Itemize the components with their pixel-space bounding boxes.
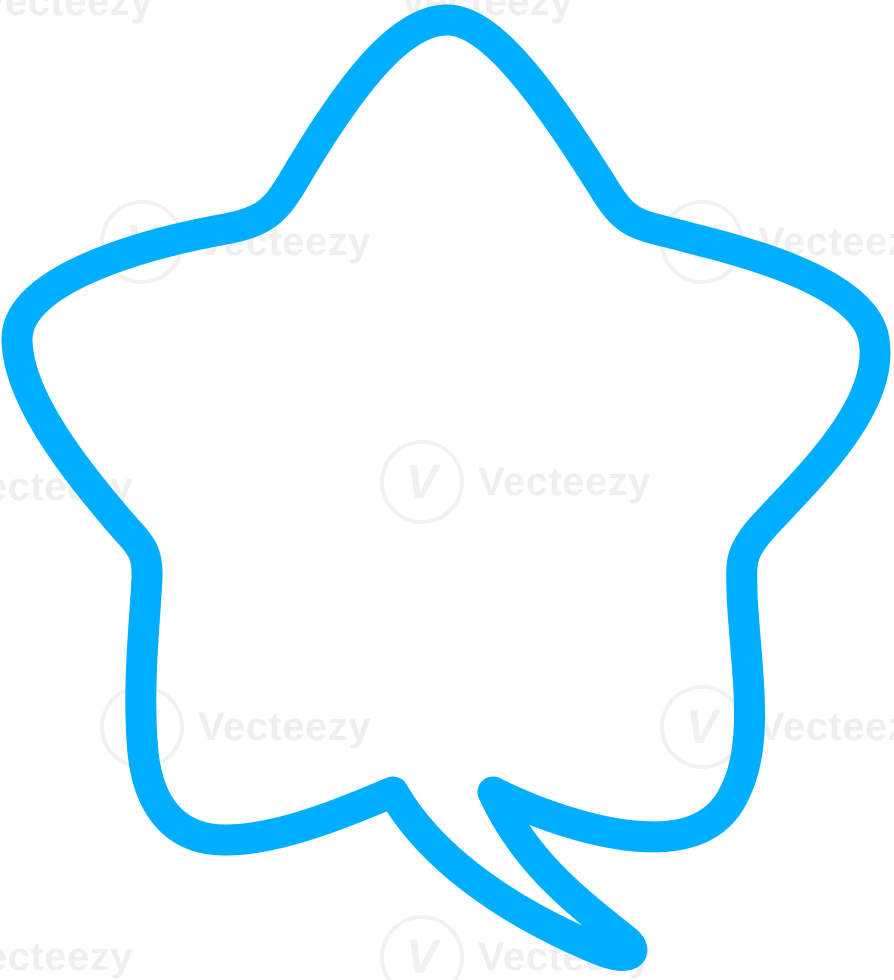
star-bubble-outline	[1, 4, 891, 971]
